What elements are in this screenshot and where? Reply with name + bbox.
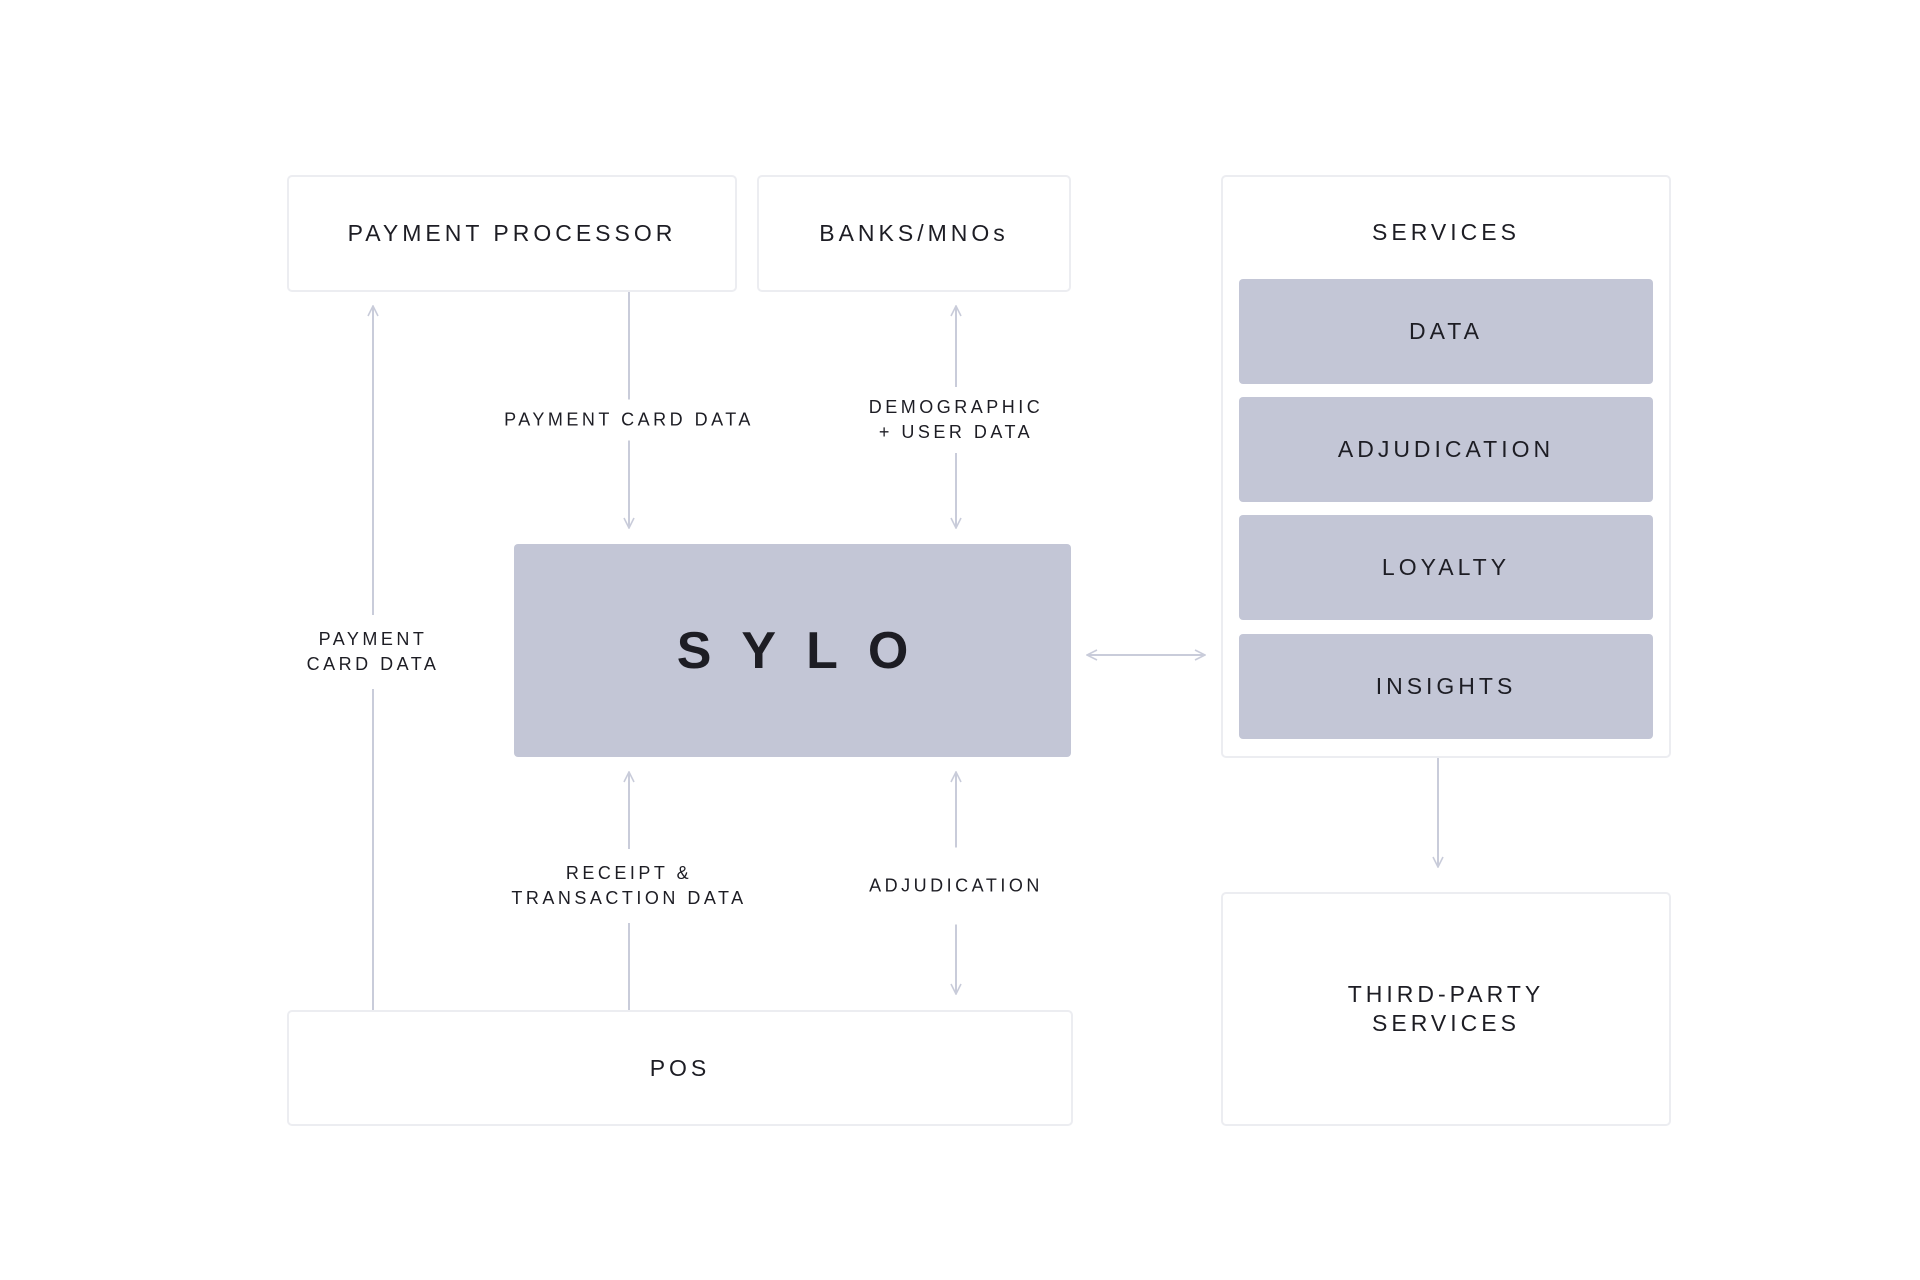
flow-label-text: PAYMENT CARD DATA: [504, 409, 754, 430]
flow-label-text: RECEIPT &: [565, 863, 693, 883]
flow-label-demographic-user-data: DEMOGRAPHIC + USER DATA: [864, 387, 1048, 453]
flow-label-payment-card-data: PAYMENT CARD DATA: [500, 399, 758, 441]
service-item-data: DATA: [1239, 279, 1653, 384]
flow-label-pos-payment-card-data: PAYMENT CARD DATA: [302, 615, 444, 689]
service-item-loyalty: LOYALTY: [1239, 515, 1653, 620]
sylo-label: SYLO: [676, 621, 939, 680]
sylo-node: SYLO: [514, 544, 1071, 757]
banks-mnos-label: BANKS/MNOs: [819, 220, 1009, 246]
flow-label-text: CARD DATA: [306, 654, 440, 674]
third-party-services-node: THIRD-PARTY SERVICES: [1221, 892, 1671, 1126]
third-party-label-line2: SERVICES: [1372, 1010, 1520, 1036]
service-item-adjudication: ADJUDICATION: [1239, 397, 1653, 502]
service-item-label: LOYALTY: [1381, 554, 1511, 580]
flow-label-text: TRANSACTION DATA: [511, 888, 747, 908]
services-title: SERVICES: [1372, 218, 1520, 245]
service-item-insights: INSIGHTS: [1239, 634, 1653, 739]
flow-label-text: ADJUDICATION: [869, 875, 1043, 896]
pos-node: POS: [287, 1010, 1073, 1126]
banks-mnos-node: BANKS/MNOs: [757, 175, 1071, 292]
service-item-label: INSIGHTS: [1375, 673, 1517, 699]
flow-label-text: + USER DATA: [878, 422, 1034, 442]
payment-processor-node: PAYMENT PROCESSOR: [287, 175, 737, 292]
service-item-label: DATA: [1409, 318, 1483, 344]
flow-label-text: DEMOGRAPHIC: [868, 397, 1044, 417]
service-item-label: ADJUDICATION: [1337, 436, 1555, 462]
pos-label: POS: [649, 1054, 711, 1081]
payment-processor-label: PAYMENT PROCESSOR: [347, 220, 677, 246]
flow-label-adjudication: ADJUDICATION: [865, 847, 1047, 925]
flow-label-text: PAYMENT: [318, 629, 428, 649]
flow-label-receipt-transaction-data: RECEIPT & TRANSACTION DATA: [507, 849, 751, 923]
third-party-label-line1: THIRD-PARTY: [1347, 981, 1545, 1007]
